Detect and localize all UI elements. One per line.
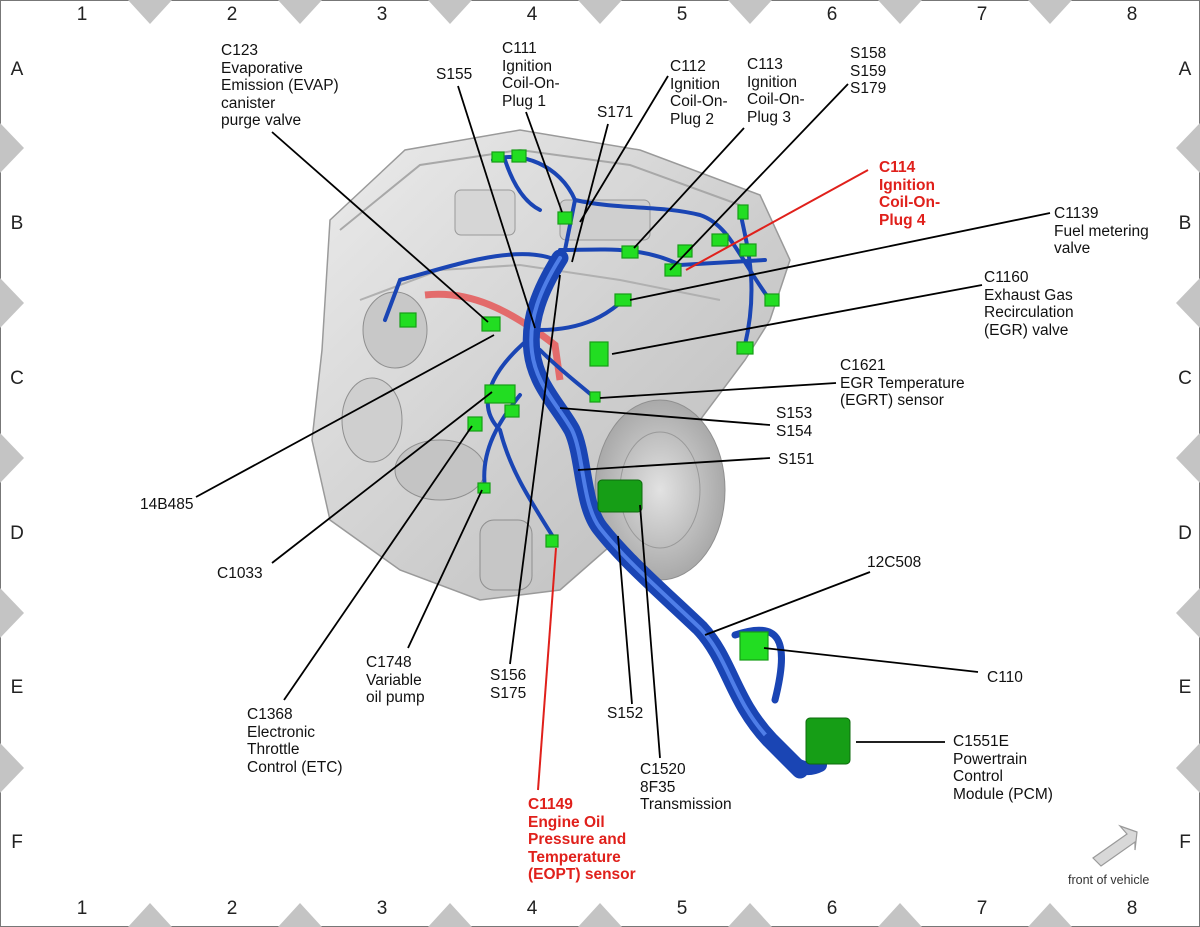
grid-row-c-right: C [1178, 368, 1192, 389]
connectors [399, 149, 780, 661]
warning-leaders [537, 169, 869, 791]
callout-c1368: C1368 Electronic Throttle Control (ETC) [247, 706, 343, 776]
grid-col-4-top: 4 [526, 4, 538, 25]
callout-c1551e: C1551E Powertrain Control Module (PCM) [953, 733, 1053, 803]
grid-row-f-right: F [1179, 832, 1191, 853]
callout-14b485: 14B485 [140, 496, 194, 513]
grid-row-b-right: B [1178, 213, 1192, 234]
callout-c1748: C1748 Variable oil pump [366, 654, 425, 706]
evap-hose [424, 290, 564, 381]
callout-s156: S156 S175 [490, 667, 527, 702]
grid-col-5-bottom: 5 [676, 898, 688, 919]
pcm-connector [805, 717, 851, 765]
callout-s151: S151 [778, 451, 815, 468]
grid-row-d-left: D [10, 523, 24, 544]
grid-row-f-left: F [11, 832, 23, 853]
grid-col-8-top: 8 [1126, 4, 1138, 25]
callout-c110: C110 [987, 669, 1023, 686]
front-of-vehicle-label: front of vehicle [1068, 873, 1150, 887]
leader-lines [195, 75, 1051, 759]
grid-row-e-right: E [1178, 677, 1192, 698]
grid-col-2-top: 2 [226, 4, 238, 25]
grid-col-6-top: 6 [826, 4, 838, 25]
grid-row-a-right: A [1178, 59, 1192, 80]
pcm-harness-end [763, 733, 827, 776]
callout-c114: C114 Ignition Coil-On- Plug 4 [879, 159, 941, 229]
c1520-connector [597, 479, 643, 513]
grid-col-3-top: 3 [376, 4, 388, 25]
grid-col-7-bottom: 7 [976, 898, 988, 919]
grid-row-a-left: A [10, 59, 24, 80]
callout-c1139: C1139 Fuel metering valve [1054, 205, 1149, 257]
callout-c1520: C1520 8F35 Transmission [640, 761, 732, 813]
grid-col-8-bottom: 8 [1126, 898, 1138, 919]
callout-s171: S171 [597, 104, 634, 121]
callout-c123: C123 Evaporative Emission (EVAP) caniste… [221, 42, 339, 129]
grid-row-d-right: D [1178, 523, 1192, 544]
grid-col-7-top: 7 [976, 4, 988, 25]
callout-s152: S152 [607, 705, 644, 722]
front-arrow-icon [1092, 824, 1138, 867]
grid-col-5-top: 5 [676, 4, 688, 25]
grid-col-6-bottom: 6 [826, 898, 838, 919]
grid-row-e-left: E [10, 677, 24, 698]
callout-c1149: C1149 Engine Oil Pressure and Temperatur… [528, 796, 636, 883]
grid-col-3-bottom: 3 [376, 898, 388, 919]
grid-col-2-bottom: 2 [226, 898, 238, 919]
callout-s153: S153 S154 [776, 405, 813, 440]
callout-c1033: C1033 [217, 565, 263, 582]
engine-block [311, 129, 791, 601]
harness-highlight [529, 256, 772, 742]
grid-row-b-left: B [10, 213, 24, 234]
callout-s155: S155 [436, 66, 473, 83]
grid-row-c-left: C [10, 368, 24, 389]
callout-c113: C113 Ignition Coil-On- Plug 3 [747, 56, 805, 126]
callout-c1621: C1621 EGR Temperature (EGRT) sensor [840, 357, 965, 409]
callout-s158: S158 S159 S179 [850, 45, 887, 97]
grid-col-1-bottom: 1 [76, 898, 88, 919]
callout-c112: C112 Ignition Coil-On- Plug 2 [670, 58, 728, 128]
grid-col-1-top: 1 [76, 4, 88, 25]
grid-col-4-bottom: 4 [526, 898, 538, 919]
callout-12c508: 12C508 [867, 554, 922, 571]
callout-c1160: C1160 Exhaust Gas Recirculation (EGR) va… [984, 269, 1074, 339]
callout-c111: C111 Ignition Coil-On- Plug 1 [502, 40, 560, 110]
